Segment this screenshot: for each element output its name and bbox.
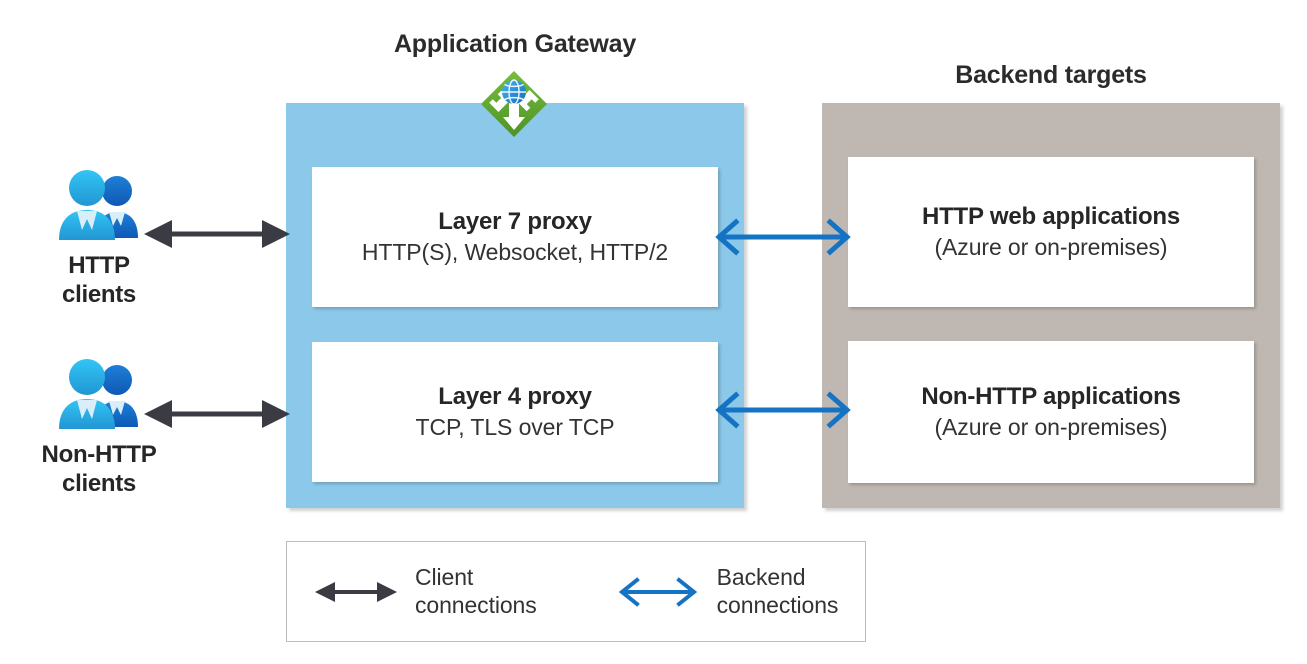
http-web-applications-title: HTTP web applications <box>921 202 1181 230</box>
layer4-proxy-subtitle: TCP, TLS over TCP <box>415 414 615 441</box>
client-connection-arrow-http <box>144 220 290 248</box>
non-http-clients-group: Non-HTTP clients <box>4 355 194 499</box>
legend-label-backend-connections: Backend connections <box>717 564 839 618</box>
http-clients-group: HTTP clients <box>4 166 194 310</box>
client-connection-arrow-non-http <box>144 400 290 428</box>
non-http-applications-card: Non-HTTP applications (Azure or on-premi… <box>848 341 1254 483</box>
layer7-proxy-card: Layer 7 proxy HTTP(S), Websocket, HTTP/2 <box>312 167 718 307</box>
users-icon <box>59 359 138 429</box>
http-web-applications-subtitle: (Azure or on-premises) <box>934 234 1168 261</box>
backend-panel-title: Backend targets <box>955 61 1147 89</box>
non-http-clients-label-line1: Non-HTTP <box>41 441 157 468</box>
users-icon <box>59 170 138 240</box>
layer4-proxy-card: Layer 4 proxy TCP, TLS over TCP <box>312 342 718 482</box>
http-clients-label: HTTP clients <box>4 252 194 310</box>
azure-application-gateway-icon <box>481 71 547 137</box>
legend-backend-line1: Backend <box>716 564 806 591</box>
legend-item-client-connections: Client connections <box>315 542 537 641</box>
gateway-panel-title: Application Gateway <box>393 30 637 58</box>
legend-client-line2: connections <box>415 591 537 618</box>
layer4-proxy-title: Layer 4 proxy <box>438 382 592 410</box>
non-http-clients-label: Non-HTTP clients <box>4 441 194 499</box>
legend-item-backend-connections: Backend connections <box>617 542 839 641</box>
double-arrow-open-head-icon <box>618 576 697 607</box>
legend-backend-line2: connections <box>716 591 839 618</box>
http-web-applications-card: HTTP web applications (Azure or on-premi… <box>848 157 1254 307</box>
legend-label-client-connections: Client connections <box>415 564 537 618</box>
backend-connection-arrow-http <box>715 218 851 256</box>
layer7-proxy-title: Layer 7 proxy <box>438 207 592 235</box>
legend: Client connections Backend connections <box>286 541 866 642</box>
non-http-applications-title: Non-HTTP applications <box>921 382 1181 410</box>
legend-client-line1: Client <box>415 564 474 591</box>
http-clients-label-line2: clients <box>62 280 136 308</box>
layer7-proxy-subtitle: HTTP(S), Websocket, HTTP/2 <box>361 239 669 266</box>
double-arrow-solid-head-icon <box>315 581 397 602</box>
non-http-applications-subtitle: (Azure or on-premises) <box>934 414 1168 441</box>
backend-connection-arrow-non-http <box>715 391 851 429</box>
http-clients-label-line1: HTTP <box>68 252 130 279</box>
non-http-clients-label-line2: clients <box>62 469 136 497</box>
